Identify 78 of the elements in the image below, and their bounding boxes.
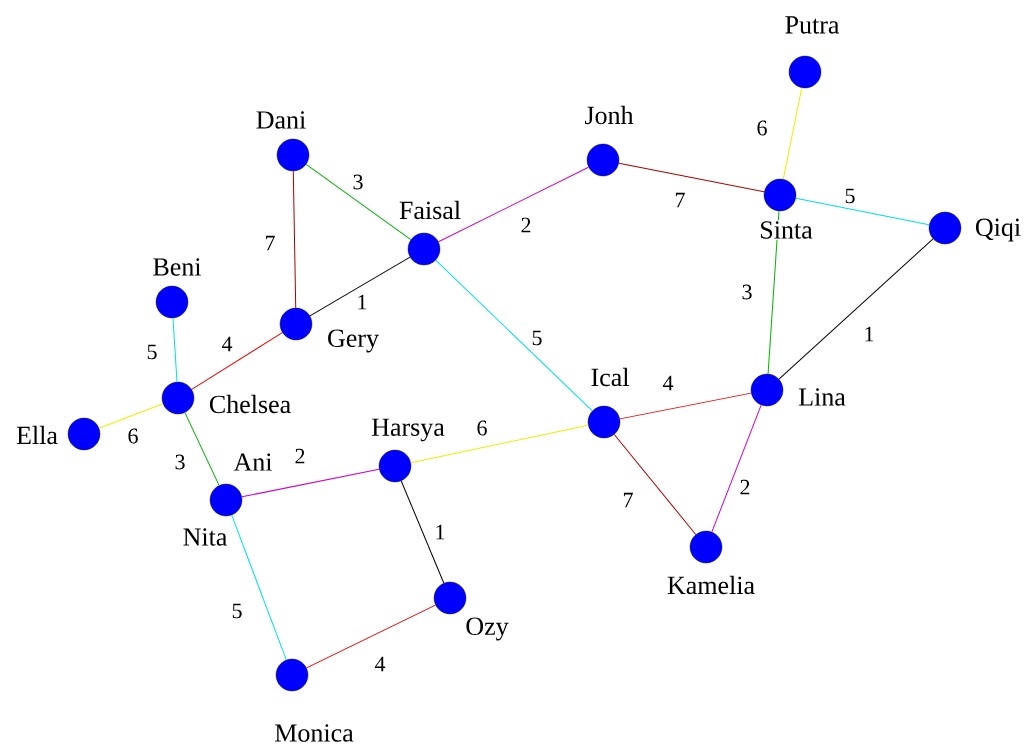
node-circle [276,138,310,172]
node-circle [275,658,309,692]
edge-label: 7 [263,234,277,252]
edge-label: 2 [519,216,533,234]
edge-label: 1 [355,293,369,311]
edge-line [309,256,411,317]
node-circle [433,581,467,615]
edge-label: 4 [373,655,387,673]
node-name: Faisal [397,199,463,221]
edge-label: 6 [475,419,489,437]
edge-label: 3 [351,173,365,191]
node-circle [788,55,822,89]
node-name: Jonh [583,104,635,126]
edge-label: 1 [433,523,447,541]
node-circle [67,417,101,451]
node-circle [586,143,620,177]
node-name: Ani [232,452,274,472]
edge-label: 1 [862,325,876,343]
edge-line [782,87,803,180]
edge-line [305,163,412,241]
edge-label: 3 [173,453,187,471]
edge-line [184,412,220,486]
node-circle [689,530,723,564]
node-circle [161,381,195,415]
edge-label: 4 [220,335,234,353]
edge-line [778,238,934,380]
edge-line [435,259,593,412]
edge-label: 6 [126,427,140,445]
edge-line [400,480,445,584]
edge-label: 7 [621,491,635,509]
node-circle [928,211,962,245]
edge-line [231,514,287,661]
node-name: Beni [151,257,203,277]
node-circle [155,285,189,319]
edge-line [618,162,765,193]
edge-label: 5 [145,343,159,361]
node-name: Putra [783,15,841,35]
node-name: Chelsea [207,393,293,415]
edge-label: 5 [843,187,857,205]
edge-line [795,197,930,226]
node-circle [279,307,313,341]
edge-label: 6 [755,119,769,137]
node-name: Monica [273,723,355,743]
node-name: Nita [181,527,229,547]
edge-line [98,403,164,429]
edge-line [241,468,380,498]
edge-line [172,317,178,383]
node-circle [750,373,784,407]
edge-label: 5 [530,329,544,347]
edge-line [613,434,697,535]
edge-label: 2 [738,478,752,496]
node-circle [209,483,243,517]
node-name: Harsya [370,417,446,443]
node-name: Dani [254,110,308,130]
node-circle [587,405,621,439]
edge-line [410,424,589,464]
edge-label: 5 [230,602,244,620]
node-circle [378,449,412,483]
edge-line [619,392,752,420]
edge-label: 4 [661,374,675,392]
node-name: Ella [15,424,59,446]
edge-line [711,404,762,533]
edge-label: 7 [673,191,687,209]
node-name: Ozy [464,616,510,642]
edge-line [306,604,436,669]
node-name: Sinta [758,220,814,240]
edge-line [191,332,283,390]
node-name: Qiqi [973,217,1023,243]
node-circle [763,178,797,212]
edge-line [292,170,297,309]
node-name: Kamelia [666,574,757,596]
node-name: Ical [589,366,631,388]
node-circle [407,232,441,266]
node-name: Lina [797,387,847,407]
node-name: Gery [326,328,380,354]
edge-label: 3 [740,283,754,301]
edge-line [438,166,589,243]
edge-label: 2 [293,447,307,465]
